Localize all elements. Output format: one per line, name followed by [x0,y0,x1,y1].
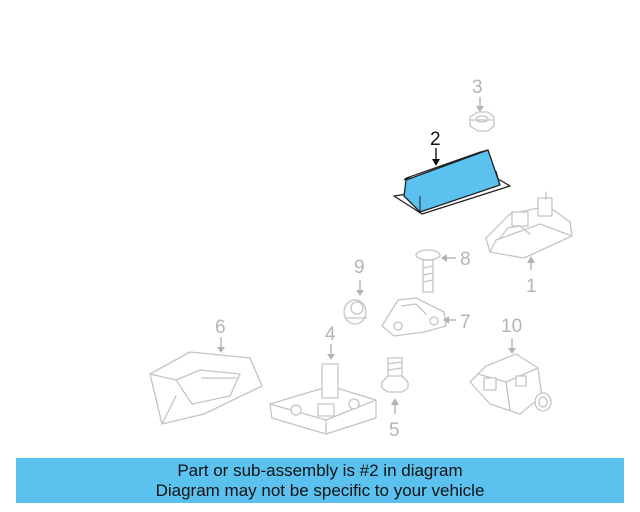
banner-line-1: Part or sub-assembly is #2 in diagram [177,461,463,480]
callout-3[interactable]: 3 [472,77,483,98]
info-banner: Part or sub-assembly is #2 in diagram Di… [16,458,624,503]
arrow-3 [476,106,484,112]
callout-7[interactable]: 7 [460,312,471,333]
bolt-part-5[interactable] [381,357,409,393]
arrow-1 [527,256,535,263]
parts-diagram: 3 2 1 8 9 [149,77,573,441]
arrow-5 [391,398,399,405]
callout-2[interactable]: 2 [430,129,441,150]
lamp-housing-part-1[interactable] [485,191,573,259]
callout-1[interactable]: 1 [526,276,537,297]
callout-6[interactable]: 6 [215,317,226,338]
lamp-assembly-part-2[interactable] [393,149,511,215]
callout-9[interactable]: 9 [354,257,365,278]
arrow-7 [443,316,449,324]
plate-bracket-part-7[interactable] [381,297,447,337]
callout-8[interactable]: 8 [460,249,471,270]
callout-10[interactable]: 10 [501,316,522,337]
arrow-9 [356,290,364,296]
arrow-2 [432,159,440,166]
nut-part-3[interactable] [469,111,495,132]
grommet-part-9[interactable] [343,299,367,325]
trim-cover-part-6[interactable] [149,351,263,425]
bracket-part-4[interactable] [269,363,377,435]
banner-line-2: Diagram may not be specific to your vehi… [155,481,485,500]
arrow-6 [217,347,225,353]
callout-5[interactable]: 5 [389,420,400,441]
callout-4[interactable]: 4 [325,324,336,345]
arrow-8 [441,254,447,262]
arrow-10 [508,348,516,354]
camera-unit-part-10[interactable] [469,353,552,415]
arrow-4 [327,354,335,360]
screw-part-8[interactable] [415,249,441,293]
